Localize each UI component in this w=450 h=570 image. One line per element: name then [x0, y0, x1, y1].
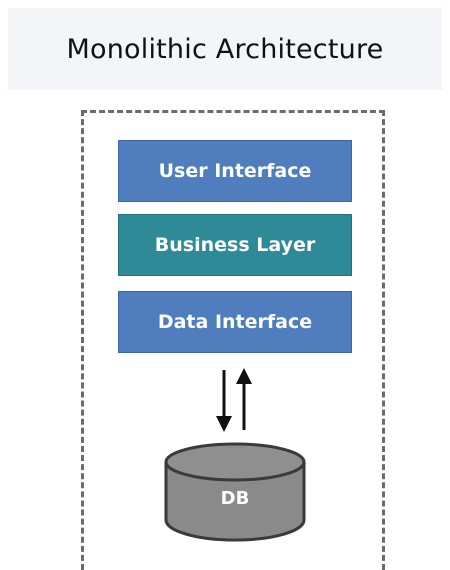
database-label: DB	[220, 488, 250, 509]
bidirectional-arrows-icon	[216, 368, 252, 432]
layer-data-interface: Data Interface	[118, 291, 352, 353]
monolith-boundary	[81, 110, 385, 570]
title-bar: Monolithic Architecture	[8, 8, 442, 90]
layer-user-interface: User Interface	[118, 140, 352, 202]
layer-business: Business Layer	[118, 214, 352, 276]
database-cylinder-icon	[164, 442, 306, 542]
page-title: Monolithic Architecture	[66, 33, 384, 65]
layer-label: Data Interface	[157, 311, 313, 333]
layer-label: Business Layer	[154, 234, 316, 256]
layer-label: User Interface	[158, 160, 312, 182]
